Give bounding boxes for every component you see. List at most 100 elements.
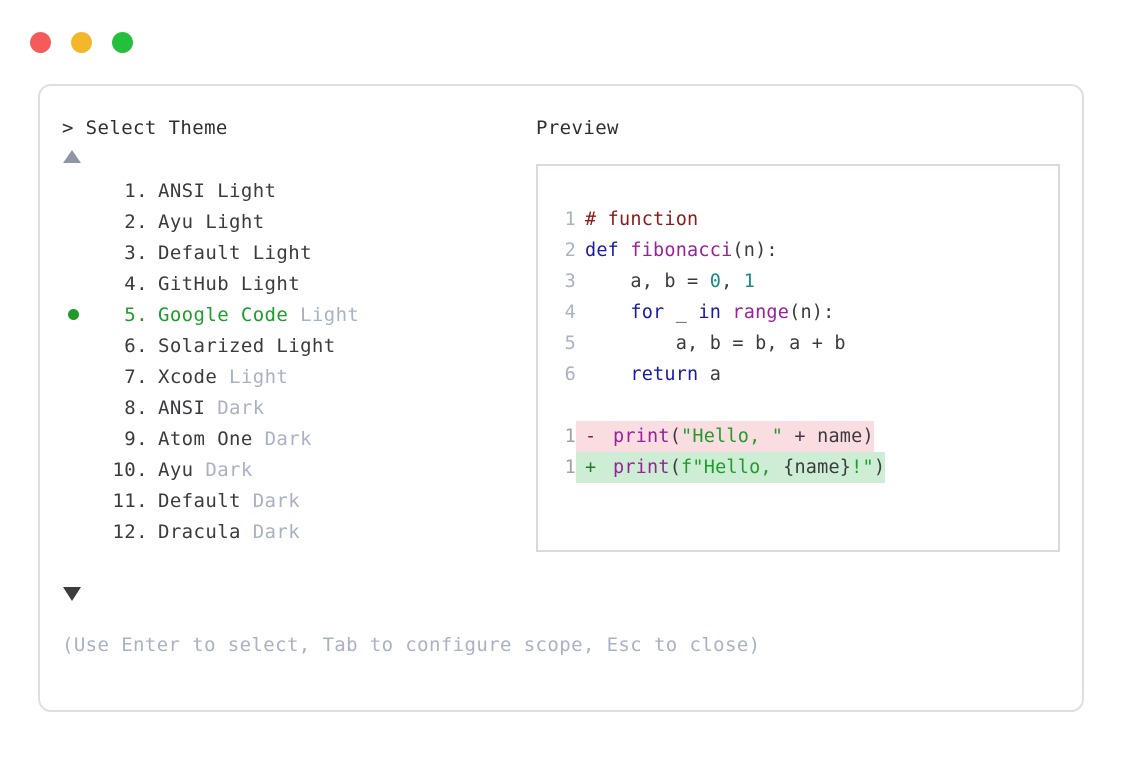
- theme-list-item[interactable]: 7. Xcode Light: [62, 361, 532, 392]
- line-number: 2: [564, 240, 576, 261]
- theme-item-variant: Dark: [205, 458, 253, 481]
- code-token: print: [613, 457, 670, 478]
- theme-item-variant: Dark: [264, 427, 312, 450]
- line-number: 3: [564, 271, 576, 292]
- window-maximize-button[interactable]: [112, 32, 133, 53]
- code-line: 1 # function: [538, 204, 1058, 235]
- theme-item-name: ANSI: [158, 396, 218, 419]
- code-line-text: # function: [576, 204, 698, 235]
- theme-item-variant: Dark: [252, 520, 301, 543]
- code-token: _: [664, 302, 699, 323]
- triangle-up-icon[interactable]: [63, 150, 81, 163]
- code-token: [721, 302, 732, 323]
- theme-item-name: Google Code: [158, 303, 301, 326]
- page-title: > Select Theme: [62, 117, 228, 139]
- theme-item-name: Solarized: [158, 334, 277, 357]
- diff-line-body: + print(f"Hello, {name}!"): [576, 452, 886, 483]
- theme-item-index: 2.: [112, 210, 148, 233]
- theme-picker-card: > Select Theme 1. ANSI Light 2. Ayu Light …: [38, 84, 1084, 712]
- code-line: 4 for _ in range(n):: [538, 297, 1058, 328]
- code-token: (: [669, 457, 682, 478]
- theme-item-variant: Light: [229, 365, 289, 388]
- code-token: f: [681, 457, 693, 478]
- code-token: def: [585, 240, 631, 261]
- theme-item-index: 12.: [112, 520, 148, 543]
- theme-list-item[interactable]: 8. ANSI Dark: [62, 392, 532, 423]
- code-token: range: [732, 302, 790, 323]
- theme-item-variant: Light: [217, 179, 277, 202]
- theme-item-variant: Light: [205, 210, 265, 233]
- code-token: [585, 364, 630, 385]
- code-token: + name): [783, 426, 874, 447]
- code-token: 1: [743, 271, 756, 292]
- line-number: 1: [564, 209, 576, 230]
- theme-item-index: 7.: [112, 365, 148, 388]
- theme-item-name: Atom One: [158, 427, 265, 450]
- theme-item-variant: Dark: [217, 396, 265, 419]
- theme-item-variant: Light: [276, 334, 336, 357]
- line-number: 1: [564, 426, 576, 447]
- code-line-text: return a: [576, 359, 721, 390]
- code-token: a: [698, 364, 722, 385]
- diff-line-del: 1-print("Hello, " + name): [538, 421, 1058, 452]
- diff-line-text: print("Hello, " + name): [604, 421, 874, 452]
- theme-list-item[interactable]: 3.Default Light: [62, 237, 532, 268]
- theme-list[interactable]: 1. ANSI Light 2. Ayu Light 3.Default Light…: [62, 175, 532, 547]
- code-token: return: [630, 364, 699, 385]
- theme-item-name: Dracula: [158, 520, 253, 543]
- diff-sign: -: [585, 426, 597, 447]
- theme-item-name: Xcode: [158, 365, 230, 388]
- theme-list-item[interactable]: 9. Atom One Dark: [62, 423, 532, 454]
- theme-item-name: Ayu: [158, 210, 206, 233]
- selected-bullet-icon: [68, 309, 79, 320]
- line-number: 6: [564, 364, 576, 385]
- theme-list-item[interactable]: 1. ANSI Light: [62, 175, 532, 206]
- line-number: 5: [564, 333, 576, 354]
- theme-list-item[interactable]: 11.Default Dark: [62, 485, 532, 516]
- theme-item-index: 5.: [112, 303, 148, 326]
- code-token: a, b =: [585, 271, 710, 292]
- theme-item-name: Default: [158, 241, 253, 264]
- theme-item-index: 1.: [112, 179, 148, 202]
- code-line: 6 return a: [538, 359, 1058, 390]
- theme-item-index: 4.: [112, 272, 148, 295]
- code-line-text: a, b = b, a + b: [576, 328, 846, 359]
- line-number: 1: [564, 457, 576, 478]
- theme-item-name: GitHub: [158, 272, 241, 295]
- diff-line-text: print(f"Hello, {name}!"): [604, 452, 885, 483]
- code-line: 5 a, b = b, a + b: [538, 328, 1058, 359]
- theme-list-item[interactable]: 12. Dracula Dark: [62, 516, 532, 547]
- diff-sign: +: [585, 457, 597, 478]
- window-close-button[interactable]: [30, 32, 51, 53]
- theme-item-name: Ayu: [158, 458, 206, 481]
- theme-list-item[interactable]: 6.Solarized Light: [62, 330, 532, 361]
- theme-list-item[interactable]: 5.Google Code Light: [62, 299, 532, 330]
- diff-line-body: -print("Hello, " + name): [576, 421, 874, 452]
- code-token: 0: [709, 271, 722, 292]
- theme-list-item[interactable]: 10.Ayu Dark: [62, 454, 532, 485]
- code-token: a, b = b, a + b: [585, 333, 846, 354]
- code-token: (: [669, 426, 682, 447]
- theme-item-index: 11.: [112, 489, 148, 512]
- preview-label: Preview: [536, 117, 619, 139]
- theme-item-index: 9.: [112, 427, 148, 450]
- theme-item-name: ANSI: [158, 179, 218, 202]
- code-line-text: def fibonacci(n):: [576, 235, 778, 266]
- code-token: # function: [585, 209, 699, 230]
- code-token: "Hello,: [692, 457, 784, 478]
- triangle-down-icon[interactable]: [63, 587, 81, 601]
- code-token: ): [873, 457, 886, 478]
- window-minimize-button[interactable]: [71, 32, 92, 53]
- theme-item-index: 8.: [112, 396, 148, 419]
- code-token: (n):: [732, 240, 778, 261]
- theme-list-item[interactable]: 4. GitHub Light: [62, 268, 532, 299]
- code-token: [585, 302, 630, 323]
- code-token: print: [613, 426, 670, 447]
- code-line-text: for _ in range(n):: [576, 297, 834, 328]
- theme-item-variant: Light: [240, 272, 301, 295]
- theme-list-item[interactable]: 2. Ayu Light: [62, 206, 532, 237]
